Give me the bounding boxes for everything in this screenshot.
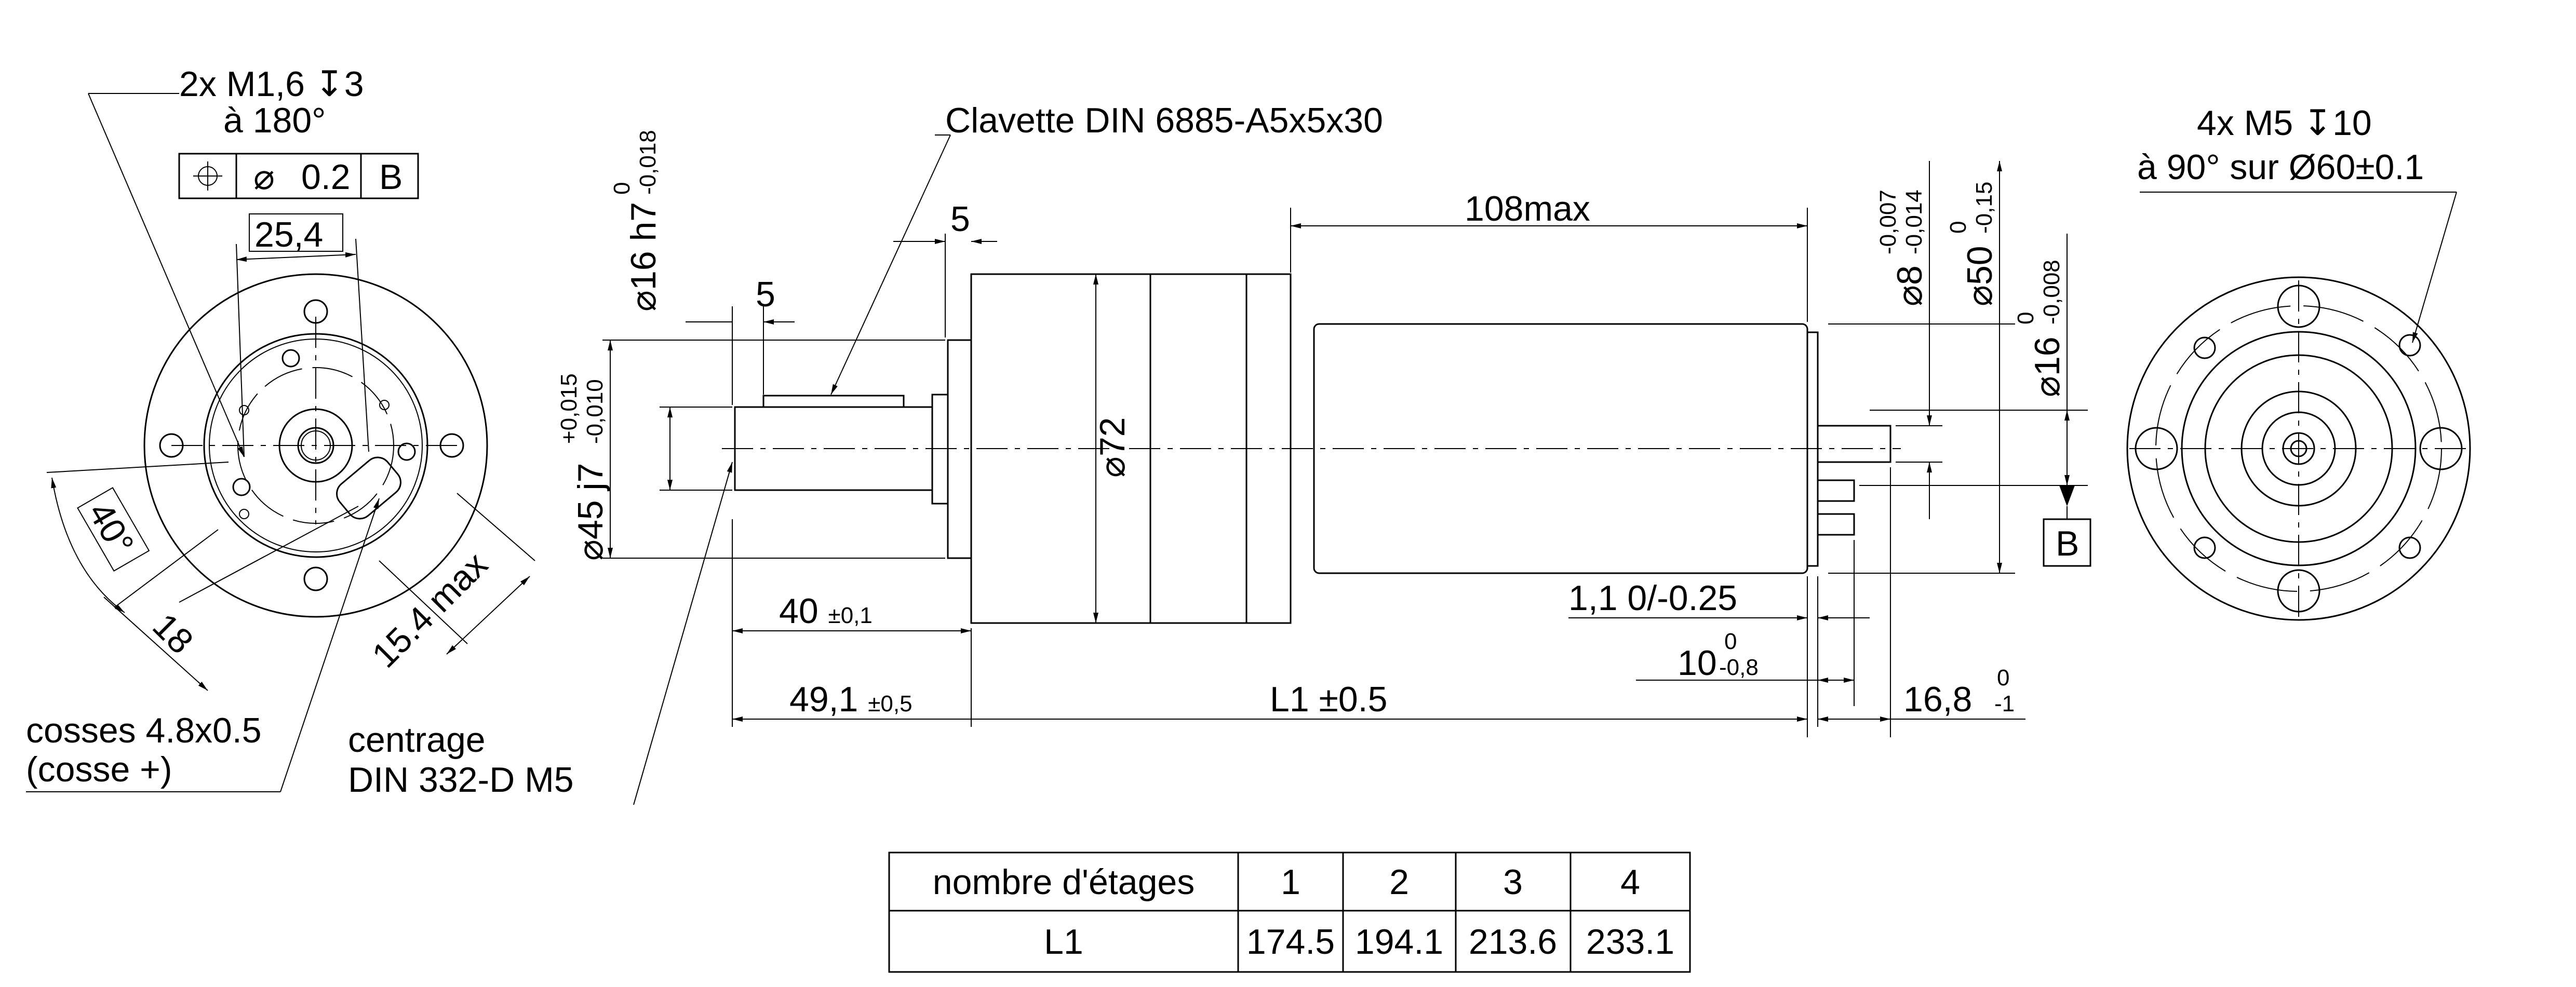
- svg-text:0: 0: [1997, 665, 2009, 691]
- table-cell: 194.1: [1355, 922, 1443, 962]
- svg-text:-0,8: -0,8: [1719, 655, 1759, 680]
- svg-text:0: 0: [1946, 221, 1971, 234]
- svg-text:-0,018: -0,018: [635, 130, 661, 195]
- dim-d16-rear: ⌀16 0 -0,008: [2013, 260, 2067, 397]
- holes-note: 2x M1,6 ↧3: [179, 64, 364, 104]
- table-cell: 233.1: [1586, 922, 1674, 962]
- terminals-note: cosses 4.8x0.5: [26, 711, 262, 750]
- table-header-2: 2: [1389, 862, 1409, 902]
- left-end-view: 2x M1,6 ↧3 à 180° ⌀ 0.2 B 25,4 40° 18 15…: [26, 64, 574, 800]
- table-cell: 174.5: [1246, 922, 1335, 962]
- key-note: Clavette DIN 6885-A5x5x30: [945, 101, 1383, 140]
- dim-18: 18: [145, 606, 200, 661]
- svg-text:0: 0: [2013, 312, 2038, 325]
- svg-text:-1: -1: [1994, 691, 2015, 716]
- table-header-stages: nombre d'étages: [933, 862, 1195, 902]
- table-header-1: 1: [1281, 862, 1300, 902]
- dim-49-1: 49,1 ±0,5: [789, 680, 913, 719]
- svg-text:-0,007: -0,007: [1875, 190, 1901, 254]
- svg-text:-0,014: -0,014: [1901, 190, 1927, 254]
- table-header-4: 4: [1620, 862, 1640, 902]
- svg-text:⌀45 j7: ⌀45 j7: [571, 463, 610, 561]
- datum-b: B: [2056, 524, 2079, 563]
- dim-10: 10 0 -0,8: [1678, 629, 1759, 683]
- mounting-holes-circle-note: à 90° sur Ø60±0.1: [2137, 147, 2424, 187]
- svg-text:0: 0: [1724, 629, 1737, 654]
- shaft-key: [762, 395, 905, 408]
- right-end-view: 4x M5 ↧10 à 90° sur Ø60±0.1: [2126, 103, 2472, 621]
- svg-text:⌀16: ⌀16: [2028, 336, 2067, 397]
- svg-text:B: B: [379, 157, 403, 197]
- dim-40: 40 ±0,1: [779, 591, 873, 631]
- svg-text:10: 10: [1678, 643, 1717, 683]
- dim-d45-j7: ⌀45 j7 +0,015 -0,010: [556, 373, 610, 561]
- centering-standard: DIN 332-D M5: [348, 760, 574, 800]
- dim-d8: ⌀8 -0,007 -0,014: [1875, 190, 1929, 306]
- svg-text:⌀8: ⌀8: [1890, 265, 1929, 306]
- svg-text:-0,010: -0,010: [582, 379, 608, 444]
- terminals-note-plus: (cosse +): [26, 750, 172, 789]
- svg-text:16,8: 16,8: [1903, 680, 1972, 719]
- holes-angle-note: à 180°: [223, 101, 326, 140]
- dim-5-key: 5: [756, 275, 775, 314]
- svg-text:+0,015: +0,015: [556, 373, 582, 444]
- dim-25-4: 25,4: [254, 215, 323, 254]
- mounting-holes-note: 4x M5 ↧10: [2197, 103, 2372, 143]
- dim-angle-40: 40°: [81, 495, 141, 561]
- dim-d16-h7: ⌀16 h7 0 -0,018: [609, 130, 663, 312]
- rear-shaft: [1817, 425, 1891, 463]
- dim-d72: ⌀72: [1093, 417, 1132, 478]
- side-view: Clavette DIN 6885-A5x5x30 5 5 108max ⌀16…: [556, 101, 2091, 805]
- centering-note: centrage: [348, 720, 486, 760]
- dim-108max: 108max: [1465, 189, 1590, 228]
- dim-16-8: 16,8 0 -1: [1903, 665, 2015, 719]
- svg-text:⌀16 h7: ⌀16 h7: [624, 202, 663, 312]
- svg-text:0: 0: [609, 182, 635, 195]
- svg-text:-0,15: -0,15: [1971, 182, 1997, 234]
- dim-5-top: 5: [950, 199, 970, 239]
- dim-15-4-max: 15.4 max: [365, 545, 495, 675]
- svg-text:0.2: 0.2: [301, 157, 351, 197]
- dim-d50: ⌀50 0 -0,15: [1946, 182, 2000, 306]
- dim-l1: L1 ±0.5: [1270, 680, 1387, 719]
- position-symbol-icon: [193, 161, 222, 191]
- stages-table: nombre d'étages 1 2 3 4 L1 174.5 194.1 2…: [888, 851, 1691, 973]
- table-cell: 213.6: [1469, 922, 1557, 962]
- dim-1-1: 1,1 0/-0.25: [1568, 578, 1737, 618]
- svg-text:⌀50: ⌀50: [1960, 246, 2000, 306]
- position-tolerance-frame: ⌀ 0.2 B: [178, 153, 419, 199]
- svg-text:⌀: ⌀: [253, 157, 275, 197]
- svg-text:-0,008: -0,008: [2039, 260, 2064, 325]
- table-row-label: L1: [1044, 922, 1083, 962]
- table-header-3: 3: [1503, 862, 1523, 902]
